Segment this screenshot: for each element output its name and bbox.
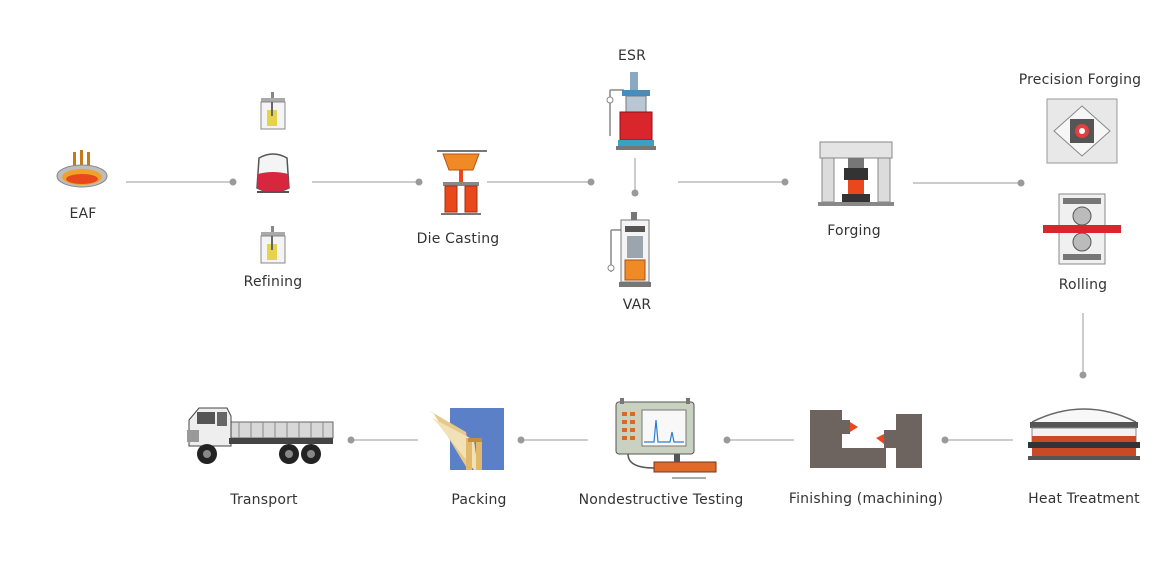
forging-icon bbox=[818, 140, 894, 210]
eaf-label: EAF bbox=[69, 206, 97, 222]
packing-icon bbox=[428, 404, 506, 478]
ndt-label: Nondestructive Testing bbox=[578, 492, 744, 508]
var-icon bbox=[605, 212, 661, 294]
transport-label: Transport bbox=[230, 492, 298, 508]
refining-top-icon bbox=[258, 92, 288, 134]
refining-label: Refining bbox=[243, 274, 303, 290]
die-casting-icon bbox=[435, 148, 489, 222]
ndt-icon bbox=[614, 398, 720, 486]
heat-treatment-icon bbox=[1028, 402, 1140, 468]
var-label: VAR bbox=[622, 297, 652, 313]
truck-icon bbox=[185, 400, 337, 474]
finishing-label: Finishing (machining) bbox=[788, 491, 944, 507]
esr-label: ESR bbox=[617, 48, 647, 64]
precision-forging-icon bbox=[1046, 98, 1118, 168]
esr-icon bbox=[604, 72, 662, 156]
eaf-icon bbox=[55, 150, 111, 198]
rolling-icon bbox=[1043, 192, 1121, 272]
die-casting-label: Die Casting bbox=[416, 231, 500, 247]
refining-bottom-icon bbox=[258, 226, 288, 268]
finishing-icon bbox=[808, 408, 924, 474]
packing-label: Packing bbox=[451, 492, 507, 508]
rolling-label: Rolling bbox=[1058, 277, 1108, 293]
refining-ladle-icon bbox=[253, 152, 293, 202]
precision-forging-label: Precision Forging bbox=[1018, 72, 1142, 88]
forging-label: Forging bbox=[827, 223, 881, 239]
heat-treatment-label: Heat Treatment bbox=[1028, 491, 1140, 507]
